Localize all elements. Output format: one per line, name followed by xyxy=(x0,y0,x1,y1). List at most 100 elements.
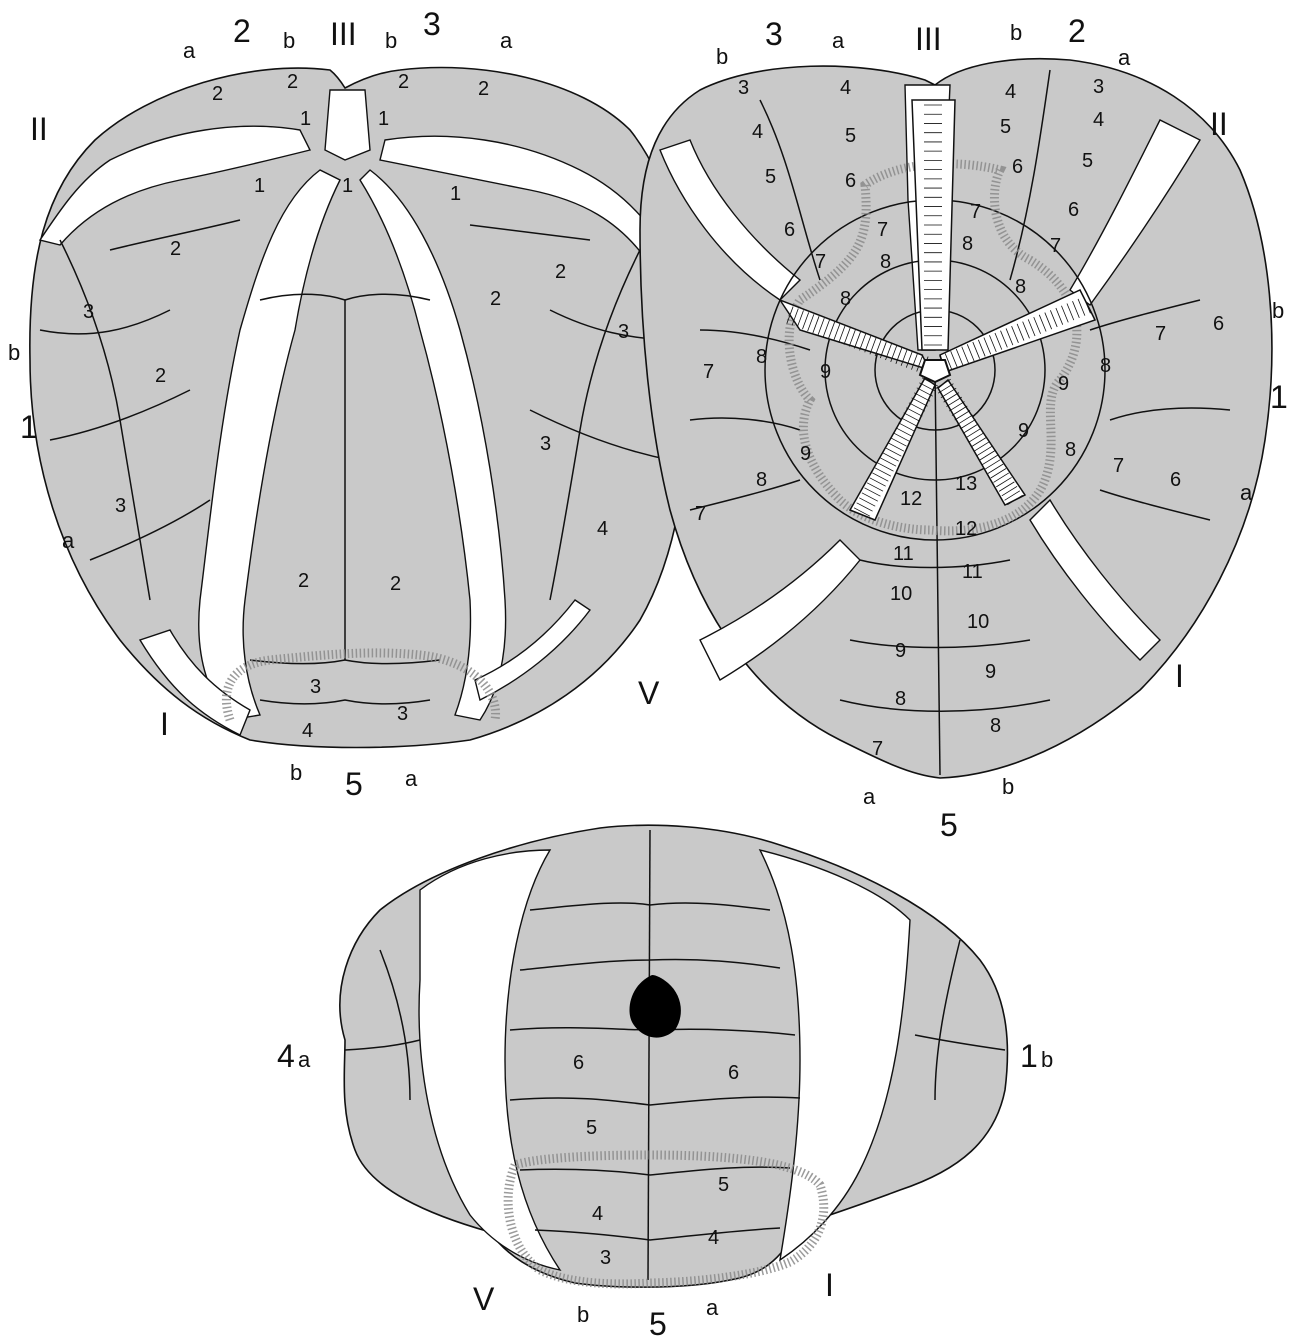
oral-column-label: b xyxy=(716,44,728,69)
posterior-interamb-label-5: 5 xyxy=(649,1306,667,1339)
oral-column-label: a xyxy=(1240,480,1253,505)
oral-plate-number: 11 xyxy=(893,543,914,565)
apical-plate-number: 3 xyxy=(540,433,551,455)
posterior-column-label: a xyxy=(298,1047,311,1072)
oral-plate-number: 3 xyxy=(1093,76,1104,98)
oral-plate-number: 7 xyxy=(1155,323,1166,345)
oral-plate-number: 7 xyxy=(1113,455,1124,477)
apical-column-label: a xyxy=(62,528,75,553)
oral-plate-number: 6 xyxy=(1170,469,1181,491)
oral-plate-number: 5 xyxy=(1000,116,1011,138)
apical-ambulacrum-label-i: I xyxy=(160,706,169,742)
oral-plate-number: 9 xyxy=(800,443,811,465)
apical-plate-number: 2 xyxy=(155,365,166,387)
posterior-column-label: b xyxy=(1041,1047,1053,1072)
posterior-interamb-label-4: 4 xyxy=(277,1038,295,1074)
oral-plate-number: 8 xyxy=(990,715,1001,737)
oral-plate-number: 5 xyxy=(765,166,776,188)
oral-plate-number: 7 xyxy=(1050,235,1061,257)
oral-ambulacrum-label-iii: III xyxy=(915,21,942,57)
oral-plate-number: 9 xyxy=(895,640,906,662)
oral-plate-number: 8 xyxy=(1015,276,1026,298)
oral-plate-number: 6 xyxy=(1068,199,1079,221)
posterior-ambulacrum-label-i: I xyxy=(825,1267,834,1303)
posterior-interamb-label-1: 1 xyxy=(1020,1038,1038,1074)
oral-plate-number: 4 xyxy=(1005,81,1016,103)
apical-interamb-label-2: 2 xyxy=(233,13,251,49)
apical-plate-number: 1 xyxy=(300,108,311,130)
posterior-plate-number: 6 xyxy=(728,1062,739,1084)
oral-plate-number: 8 xyxy=(756,346,767,368)
oral-plate-number: 6 xyxy=(845,170,856,192)
oral-plate-number: 12 xyxy=(900,488,922,510)
oral-plate-number: 13 xyxy=(955,473,977,495)
oral-plate-number: 9 xyxy=(820,361,831,383)
posterior-plate-number: 5 xyxy=(586,1117,597,1139)
oral-interamb-label-2: 2 xyxy=(1068,13,1086,49)
oral-plate-number: 11 xyxy=(962,561,983,583)
apical-interamb-label-1: 1 xyxy=(20,409,38,445)
oral-plate-number: 8 xyxy=(962,233,973,255)
oral-plate-number: 8 xyxy=(840,288,851,310)
apical-plate-number: 4 xyxy=(302,720,313,742)
oral-plate-number: 8 xyxy=(895,688,906,710)
apical-ambulacrum-label-v: V xyxy=(638,675,660,711)
oral-column-label: b xyxy=(1002,774,1014,799)
oral-plate-number: 9 xyxy=(1018,420,1029,442)
oral-plate-number: 8 xyxy=(756,469,767,491)
oral-plate-number: 9 xyxy=(985,661,996,683)
oral-plate-number: 7 xyxy=(695,503,706,525)
apical-interamb-label-5: 5 xyxy=(345,766,363,802)
oral-plate-number: 5 xyxy=(1082,150,1093,172)
oral-column-label: a xyxy=(1118,45,1131,70)
oral-plate-number: 7 xyxy=(815,251,826,273)
apical-plate-number: 2 xyxy=(478,78,489,100)
apical-plate-number: 3 xyxy=(115,495,126,517)
oral-column-label: b xyxy=(1010,20,1022,45)
apical-column-label: b xyxy=(283,28,295,53)
apical-column-label: a xyxy=(500,28,513,53)
oral-ambulacrum-label-ii: II xyxy=(1210,106,1228,142)
apical-interamb-label-3: 3 xyxy=(423,6,441,42)
oral-plate-number: 10 xyxy=(890,583,912,605)
apical-plate-number: 3 xyxy=(397,703,408,725)
oral-plate-number: 8 xyxy=(1065,439,1076,461)
oral-plate-number: 4 xyxy=(1093,109,1104,131)
oral-column-label: b xyxy=(1272,298,1284,323)
apical-column-label: b xyxy=(385,28,397,53)
apical-plate-number: 2 xyxy=(170,238,181,260)
oral-plate-number: 7 xyxy=(877,219,888,241)
posterior-plate-number: 4 xyxy=(592,1203,603,1225)
apical-ambulacrum-iii-center xyxy=(325,90,370,160)
oral-plate-number: 10 xyxy=(967,611,989,633)
apical-plate-number: 3 xyxy=(83,301,94,323)
apical-plate-number: 2 xyxy=(490,288,501,310)
oral-plate-number: 6 xyxy=(784,219,795,241)
posterior-view xyxy=(340,825,1008,1287)
oral-interamb-label-3: 3 xyxy=(765,16,783,52)
oral-plate-number: 4 xyxy=(752,121,763,143)
apical-column-label: b xyxy=(290,760,302,785)
apical-plate-number: 1 xyxy=(450,183,461,205)
apical-plate-number: 2 xyxy=(398,71,409,93)
posterior-plate-number: 5 xyxy=(718,1174,729,1196)
oral-interamb-label-1: 1 xyxy=(1270,379,1288,415)
oral-column-label: a xyxy=(863,784,876,809)
apical-plate-number: 2 xyxy=(390,573,401,595)
apical-plate-number: 4 xyxy=(597,518,608,540)
posterior-ambulacrum-label-v: V xyxy=(473,1281,495,1317)
apical-plate-number: 2 xyxy=(555,261,566,283)
apical-ambulacrum-label-ii: II xyxy=(30,111,48,147)
oral-plate-number: 6 xyxy=(1213,313,1224,335)
apical-ambulacrum-label-iii: III xyxy=(330,16,357,52)
apical-plate-number: 2 xyxy=(212,83,223,105)
oral-plate-number: 8 xyxy=(880,251,891,273)
oral-plate-number: 5 xyxy=(845,125,856,147)
oral-plate-number: 6 xyxy=(1012,156,1023,178)
posterior-column-label: a xyxy=(706,1295,719,1320)
oral-plate-number: 8 xyxy=(1100,355,1111,377)
oral-plate-number: 7 xyxy=(872,738,883,760)
oral-plate-number: 12 xyxy=(955,518,977,540)
oral-interamb-label-5: 5 xyxy=(940,807,958,843)
